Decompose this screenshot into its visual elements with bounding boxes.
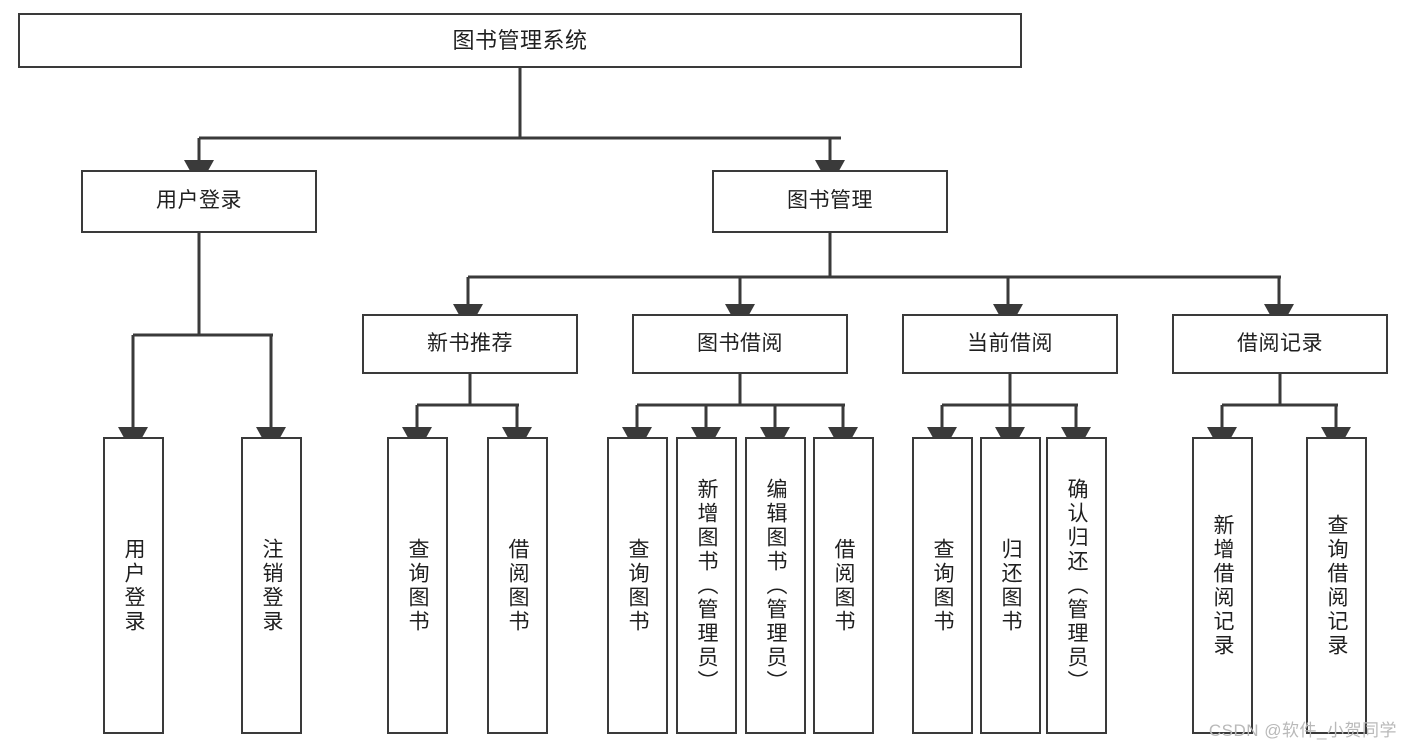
leaf-bookborrow-query-book[interactable]: 查询图书 — [607, 437, 668, 734]
node-label: 图书管理系统 — [452, 27, 588, 53]
node-new-book-recommend[interactable]: 新书推荐 — [362, 314, 578, 374]
leaf-currentborrow-return-book[interactable]: 归还图书 — [980, 437, 1041, 734]
node-label: 用户登录 — [156, 189, 242, 213]
leaf-bookborrow-add-book-admin[interactable]: 新增图书（管理员） — [676, 437, 737, 734]
node-user-login[interactable]: 用户登录 — [81, 170, 317, 233]
node-root-system[interactable]: 图书管理系统 — [18, 13, 1022, 68]
node-label: 用户登录 — [122, 537, 145, 634]
node-label: 借阅记录 — [1237, 331, 1323, 355]
node-book-borrow[interactable]: 图书借阅 — [632, 314, 848, 374]
node-label: 借阅图书 — [832, 537, 855, 634]
node-current-borrow[interactable]: 当前借阅 — [902, 314, 1118, 374]
leaf-bookborrow-edit-book-admin[interactable]: 编辑图书（管理员） — [745, 437, 806, 734]
node-label: 新书推荐 — [427, 331, 513, 355]
node-label: 查询图书 — [626, 537, 649, 634]
leaf-borrowrecord-add-record[interactable]: 新增借阅记录 — [1192, 437, 1253, 734]
node-label: 编辑图书（管理员） — [764, 477, 787, 694]
leaf-currentborrow-confirm-return-admin[interactable]: 确认归还（管理员） — [1046, 437, 1107, 734]
node-label: 注销登录 — [260, 537, 283, 634]
leaf-newbook-borrow-book[interactable]: 借阅图书 — [487, 437, 548, 734]
node-label: 归还图书 — [999, 537, 1022, 634]
node-label: 新增图书（管理员） — [695, 477, 718, 694]
leaf-borrowrecord-query-record[interactable]: 查询借阅记录 — [1306, 437, 1367, 734]
leaf-currentborrow-query-book[interactable]: 查询图书 — [912, 437, 973, 734]
leaf-bookborrow-borrow-book[interactable]: 借阅图书 — [813, 437, 874, 734]
node-label: 图书借阅 — [697, 331, 783, 355]
node-label: 查询图书 — [931, 537, 954, 634]
csdn-watermark: CSDN @软件_小贺同学 — [1208, 721, 1397, 740]
leaf-newbook-query-book[interactable]: 查询图书 — [387, 437, 448, 734]
leaf-logout-login[interactable]: 注销登录 — [241, 437, 302, 734]
node-label: 查询借阅记录 — [1325, 513, 1348, 658]
node-label: 图书管理 — [787, 189, 873, 213]
leaf-user-login[interactable]: 用户登录 — [103, 437, 164, 734]
node-label: 查询图书 — [406, 537, 429, 634]
node-label: 当前借阅 — [967, 331, 1053, 355]
node-borrow-record[interactable]: 借阅记录 — [1172, 314, 1388, 374]
node-label: 确认归还（管理员） — [1065, 477, 1088, 694]
node-label: 借阅图书 — [506, 537, 529, 634]
node-label: 新增借阅记录 — [1211, 513, 1234, 658]
node-book-management[interactable]: 图书管理 — [712, 170, 948, 233]
